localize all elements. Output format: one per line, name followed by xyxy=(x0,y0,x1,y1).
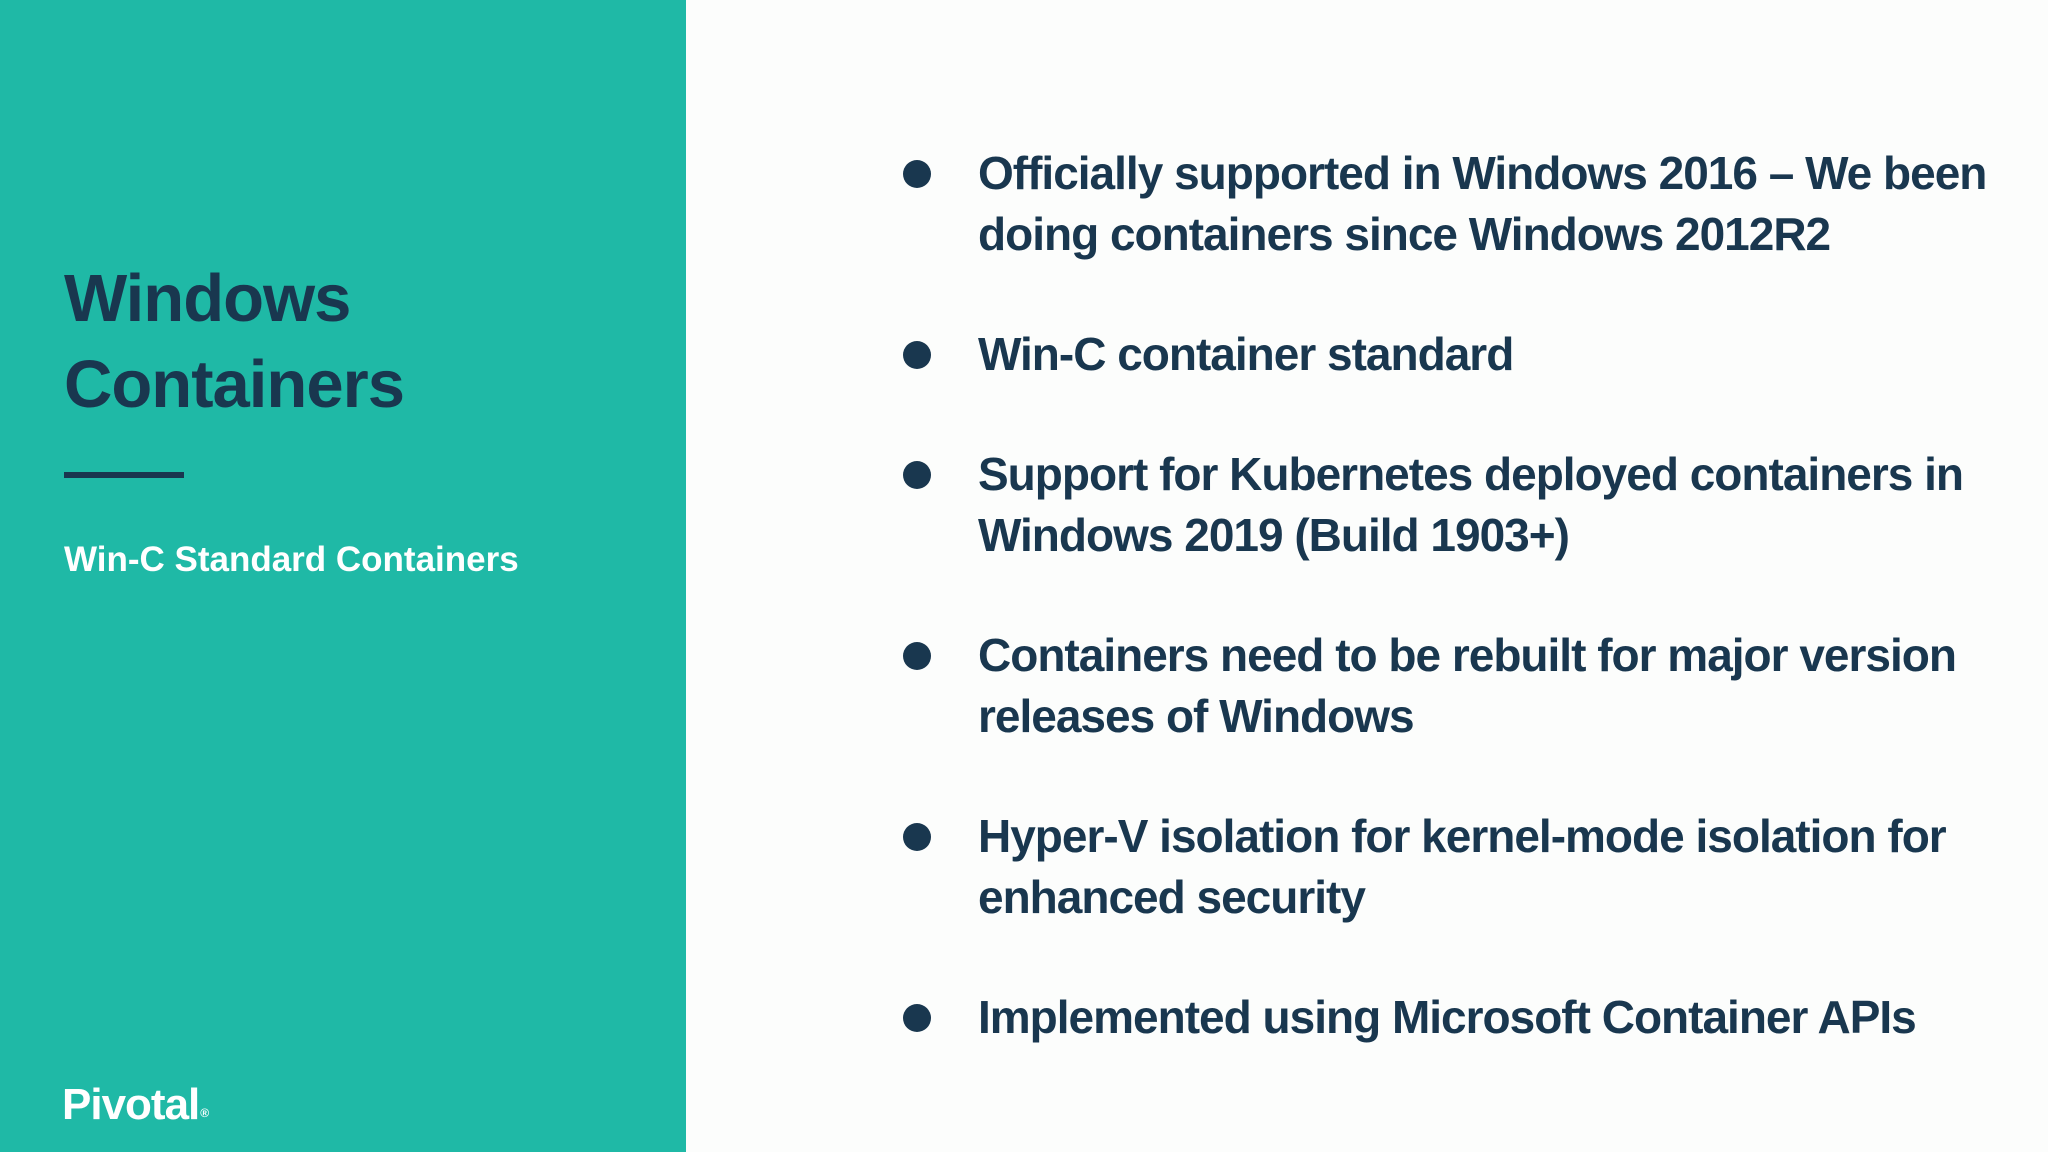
slide-content: Officially supported in Windows 2016 – W… xyxy=(686,0,2048,1152)
pivotal-logo-text: Pivotal xyxy=(62,1080,200,1129)
bullet-text: Containers need to be rebuilt for major … xyxy=(978,629,1957,742)
title-divider xyxy=(64,472,184,478)
list-item: Implemented using Microsoft Container AP… xyxy=(903,987,2018,1048)
slide-subtitle: Win-C Standard Containers xyxy=(64,540,519,579)
list-item: Officially supported in Windows 2016 – W… xyxy=(903,143,2018,265)
bullet-text: Officially supported in Windows 2016 – W… xyxy=(978,147,1987,260)
bullet-icon xyxy=(903,160,931,188)
bullet-text: Hyper-V isolation for kernel-mode isolat… xyxy=(978,810,1947,923)
bullet-icon xyxy=(903,642,931,670)
bullet-list: Officially supported in Windows 2016 – W… xyxy=(686,0,2048,1048)
bullet-text: Implemented using Microsoft Container AP… xyxy=(978,991,1917,1043)
list-item: Support for Kubernetes deployed containe… xyxy=(903,444,2018,566)
list-item: Hyper-V isolation for kernel-mode isolat… xyxy=(903,806,2018,928)
registered-trademark-icon: ® xyxy=(200,1106,210,1120)
list-item: Containers need to be rebuilt for major … xyxy=(903,625,2018,747)
bullet-icon xyxy=(903,823,931,851)
bullet-text: Win-C container standard xyxy=(978,328,1514,380)
bullet-icon xyxy=(903,461,931,489)
title-panel: Windows Containers Win-C Standard Contai… xyxy=(0,0,686,1152)
page-title: Windows Containers xyxy=(64,261,405,422)
bullet-icon xyxy=(903,1004,931,1032)
bullet-icon xyxy=(903,341,931,369)
list-item: Win-C container standard xyxy=(903,324,2018,385)
bullet-text: Support for Kubernetes deployed containe… xyxy=(978,448,1964,561)
pivotal-logo: Pivotal® xyxy=(62,1080,209,1130)
